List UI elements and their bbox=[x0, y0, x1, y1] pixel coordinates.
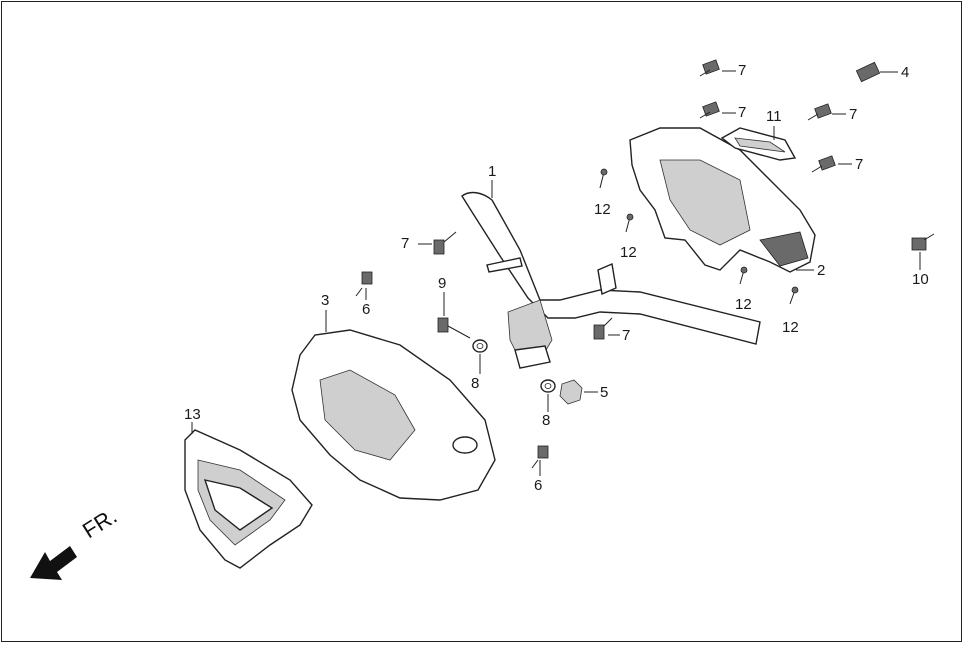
callout-5: 5 bbox=[600, 384, 609, 401]
callout-8a: 8 bbox=[471, 375, 480, 392]
handlebar-part-1 bbox=[461, 191, 761, 369]
bolt-part-7a bbox=[699, 59, 720, 77]
screw-part-12b bbox=[625, 213, 634, 233]
callout-6b: 6 bbox=[534, 477, 543, 494]
callout-12d: 12 bbox=[782, 319, 799, 336]
bolt-part-9 bbox=[437, 317, 471, 339]
callout-7d: 7 bbox=[855, 156, 864, 173]
callout-13: 13 bbox=[184, 406, 201, 423]
washers-and-nut bbox=[472, 339, 583, 405]
callout-12b: 12 bbox=[620, 244, 637, 261]
front-direction-arrow bbox=[30, 546, 77, 580]
bolt-part-7c bbox=[807, 103, 832, 121]
leader-lines bbox=[191, 70, 921, 476]
callout-7e: 7 bbox=[401, 235, 410, 252]
bolt-part-7e bbox=[433, 231, 457, 255]
callout-7f: 7 bbox=[622, 327, 631, 344]
callout-7c: 7 bbox=[849, 106, 858, 123]
screw-part-12d bbox=[789, 286, 799, 305]
callout-4: 4 bbox=[901, 64, 910, 81]
bolt-part-6b bbox=[531, 445, 549, 469]
screw-part-12c bbox=[739, 266, 748, 285]
bolt-part-6a bbox=[355, 271, 373, 297]
front-handle-cover-part-3 bbox=[291, 329, 496, 501]
bolt-part-7d bbox=[811, 155, 836, 173]
bolt-part-10 bbox=[911, 233, 935, 251]
callout-10: 10 bbox=[912, 271, 929, 288]
callout-11: 11 bbox=[766, 108, 782, 125]
bolts bbox=[355, 59, 935, 469]
callout-12a: 12 bbox=[594, 201, 611, 218]
bolt-part-4 bbox=[855, 61, 881, 83]
callout-3: 3 bbox=[321, 292, 330, 309]
callout-6a: 6 bbox=[362, 301, 371, 318]
callout-7a: 7 bbox=[738, 62, 747, 79]
callout-9: 9 bbox=[438, 275, 447, 292]
bolt-part-7b bbox=[699, 101, 720, 119]
callout-1: 1 bbox=[488, 163, 497, 180]
bolt-part-7f bbox=[593, 317, 613, 340]
cover-cap-part-11 bbox=[720, 127, 797, 161]
callout-12c: 12 bbox=[735, 296, 752, 313]
inner-cover-part-13 bbox=[184, 429, 313, 569]
callout-7b: 7 bbox=[738, 104, 747, 121]
callout-8b: 8 bbox=[542, 412, 551, 429]
screw-part-12a bbox=[599, 168, 608, 189]
callout-2: 2 bbox=[817, 262, 826, 279]
